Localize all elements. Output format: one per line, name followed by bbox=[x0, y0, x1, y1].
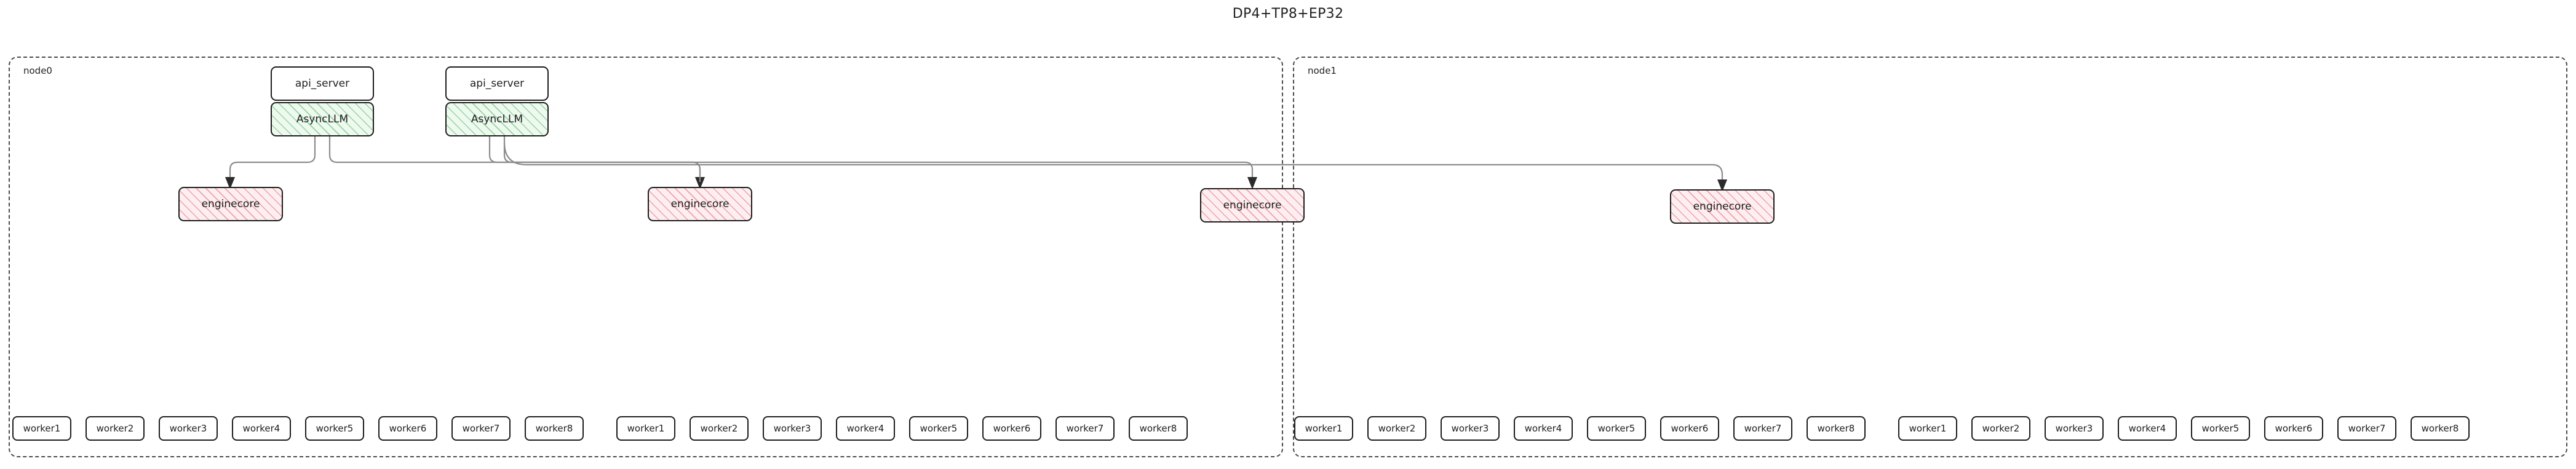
worker-box-node0-g0-1[interactable]: worker1 bbox=[12, 416, 71, 441]
worker-box-node1-g1-5[interactable]: worker5 bbox=[2191, 416, 2250, 441]
page-title: DP4+TP8+EP32 bbox=[1232, 6, 1344, 22]
worker-box-node1-g0-4[interactable]: worker4 bbox=[1514, 416, 1573, 441]
worker-box-node1-g0-3[interactable]: worker3 bbox=[1441, 416, 1500, 441]
node-group-node1: node1 bbox=[1293, 57, 2567, 457]
worker-box-node0-g1-2[interactable]: worker2 bbox=[690, 416, 749, 441]
worker-box-node1-g0-6[interactable]: worker6 bbox=[1660, 416, 1719, 441]
worker-box-node1-g1-1[interactable]: worker1 bbox=[1898, 416, 1957, 441]
api-server-box-1[interactable]: api_server bbox=[445, 66, 549, 101]
worker-box-node0-g0-2[interactable]: worker2 bbox=[85, 416, 145, 441]
worker-box-node1-g1-7[interactable]: worker7 bbox=[2337, 416, 2396, 441]
worker-box-node0-g1-6[interactable]: worker6 bbox=[982, 416, 1041, 441]
worker-box-node0-g1-5[interactable]: worker5 bbox=[909, 416, 968, 441]
async-llm-box-0[interactable]: AsyncLLM bbox=[271, 102, 374, 136]
worker-box-node1-g0-8[interactable]: worker8 bbox=[1807, 416, 1866, 441]
worker-box-node0-g0-4[interactable]: worker4 bbox=[232, 416, 291, 441]
enginecore-box-node0-0[interactable]: enginecore bbox=[178, 187, 283, 221]
worker-box-node0-g1-4[interactable]: worker4 bbox=[836, 416, 895, 441]
worker-box-node1-g0-2[interactable]: worker2 bbox=[1367, 416, 1426, 441]
async-llm-box-1[interactable]: AsyncLLM bbox=[445, 102, 549, 136]
worker-box-node0-g1-3[interactable]: worker3 bbox=[763, 416, 822, 441]
worker-box-node0-g1-8[interactable]: worker8 bbox=[1129, 416, 1188, 441]
worker-box-node0-g0-6[interactable]: worker6 bbox=[378, 416, 437, 441]
worker-box-node0-g0-8[interactable]: worker8 bbox=[525, 416, 584, 441]
worker-box-node0-g0-5[interactable]: worker5 bbox=[305, 416, 364, 441]
node-group-label-node0: node0 bbox=[23, 65, 52, 76]
worker-box-node0-g1-1[interactable]: worker1 bbox=[616, 416, 675, 441]
worker-box-node0-g1-7[interactable]: worker7 bbox=[1055, 416, 1115, 441]
worker-box-node1-g1-4[interactable]: worker4 bbox=[2118, 416, 2177, 441]
worker-box-node1-g1-6[interactable]: worker6 bbox=[2264, 416, 2323, 441]
enginecore-box-node0-1[interactable]: enginecore bbox=[648, 187, 752, 221]
worker-box-node1-g1-8[interactable]: worker8 bbox=[2411, 416, 2470, 441]
worker-box-node1-g0-5[interactable]: worker5 bbox=[1587, 416, 1646, 441]
worker-box-node1-g0-1[interactable]: worker1 bbox=[1294, 416, 1353, 441]
api-server-box-0[interactable]: api_server bbox=[271, 66, 374, 101]
worker-box-node1-g1-3[interactable]: worker3 bbox=[2045, 416, 2104, 441]
worker-box-node0-g0-3[interactable]: worker3 bbox=[159, 416, 218, 441]
worker-box-node0-g0-7[interactable]: worker7 bbox=[451, 416, 511, 441]
enginecore-box-node1-0[interactable]: enginecore bbox=[1200, 188, 1305, 223]
worker-box-node1-g1-2[interactable]: worker2 bbox=[1971, 416, 2030, 441]
node-group-node0: node0 bbox=[9, 57, 1283, 457]
worker-box-node1-g0-7[interactable]: worker7 bbox=[1733, 416, 1792, 441]
enginecore-box-node1-1[interactable]: enginecore bbox=[1670, 189, 1775, 224]
node-group-label-node1: node1 bbox=[1308, 65, 1337, 76]
